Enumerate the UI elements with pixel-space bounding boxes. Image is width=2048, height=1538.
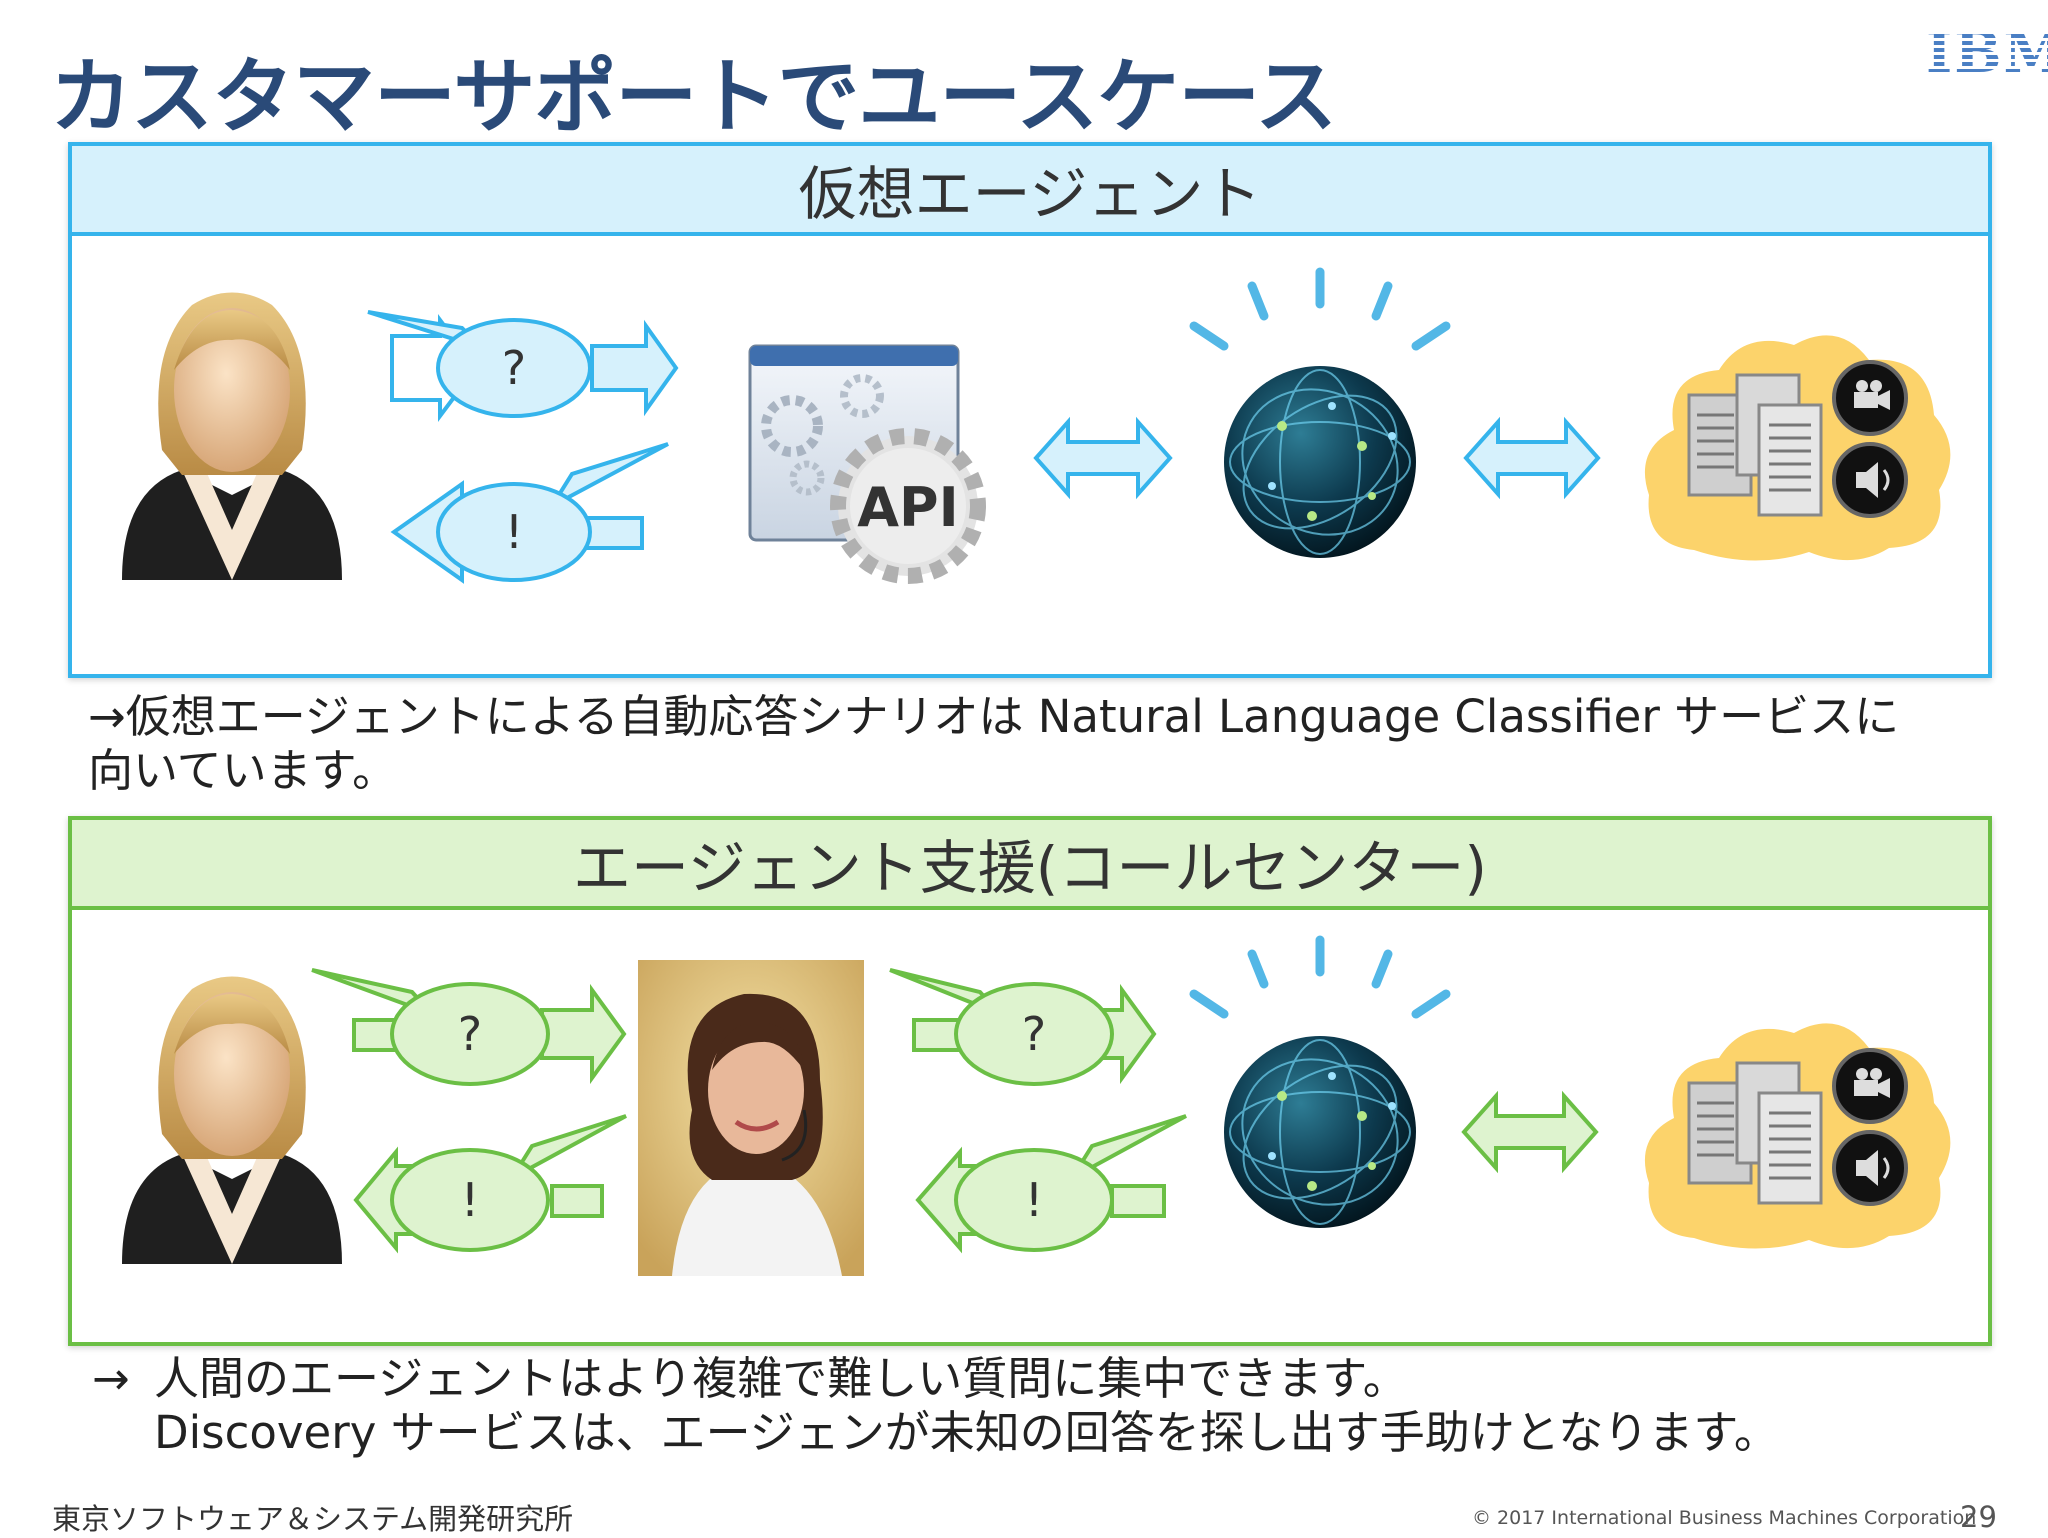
answer-mark: ! (505, 505, 523, 559)
customer-icon (122, 292, 342, 580)
agent-photo (638, 960, 864, 1276)
ibm-logo: IBM (1926, 20, 2048, 86)
documents-cloud-icon (1642, 333, 1953, 563)
agent-assist-diagram: ? ! ? (122, 935, 1953, 1276)
virtual-agent-note-line1: →仮想エージェントによる自動応答シナリオは Natural Language C… (88, 690, 1900, 743)
double-arrow-icon (1461, 1090, 1599, 1174)
agent-assist-heading: エージェント支援(コールセンター) (72, 820, 1988, 910)
watson-globe-icon (1189, 267, 1451, 558)
virtual-agent-note-line2: 向いています。 (88, 744, 398, 797)
double-arrow-icon (1033, 416, 1173, 500)
virtual-agent-diagram: ? ! API (122, 267, 1953, 584)
api-gear-icon: API (748, 344, 986, 584)
question-bubble-icon: ? (889, 968, 1157, 1086)
customer-icon (122, 976, 342, 1264)
page-number: 29 (1960, 1500, 1997, 1534)
answer-bubble-icon: ! (353, 1114, 627, 1254)
answer-bubble-icon: ! (915, 1114, 1187, 1254)
documents-cloud-icon (1642, 1021, 1953, 1251)
agent-assist-note-line1: 人間のエージェントはより複雑で難しい質問に集中できます。 (154, 1352, 1408, 1405)
question-bubble-icon: ? (367, 310, 679, 422)
agent-assist-note-arrow: → (92, 1352, 130, 1405)
footer-copyright: © 2017 International Business Machines C… (1472, 1507, 1977, 1529)
question-mark: ? (1022, 1007, 1046, 1061)
slide-title: カスタマーサポートでユースケース (50, 50, 1337, 145)
question-mark: ? (502, 341, 526, 395)
virtual-agent-panel: 仮想エージェント ? ! API (68, 142, 1992, 678)
question-bubble-icon: ? (311, 968, 627, 1086)
answer-mark: ! (1025, 1173, 1043, 1227)
agent-assist-panel: エージェント支援(コールセンター) ? ! (68, 816, 1992, 1346)
watson-globe-icon (1189, 935, 1451, 1228)
api-label: API (857, 476, 958, 539)
double-arrow-icon (1463, 416, 1601, 500)
agent-assist-note-line2: Discovery サービスは、エージェンが未知の回答を探し出す手助けとなります… (154, 1406, 1779, 1459)
virtual-agent-heading: 仮想エージェント (72, 146, 1988, 236)
footer-organization: 東京ソフトウェア＆システム開発研究所 (52, 1502, 574, 1536)
answer-mark: ! (461, 1173, 479, 1227)
answer-bubble-icon: ! (390, 442, 669, 584)
question-mark: ? (458, 1007, 482, 1061)
